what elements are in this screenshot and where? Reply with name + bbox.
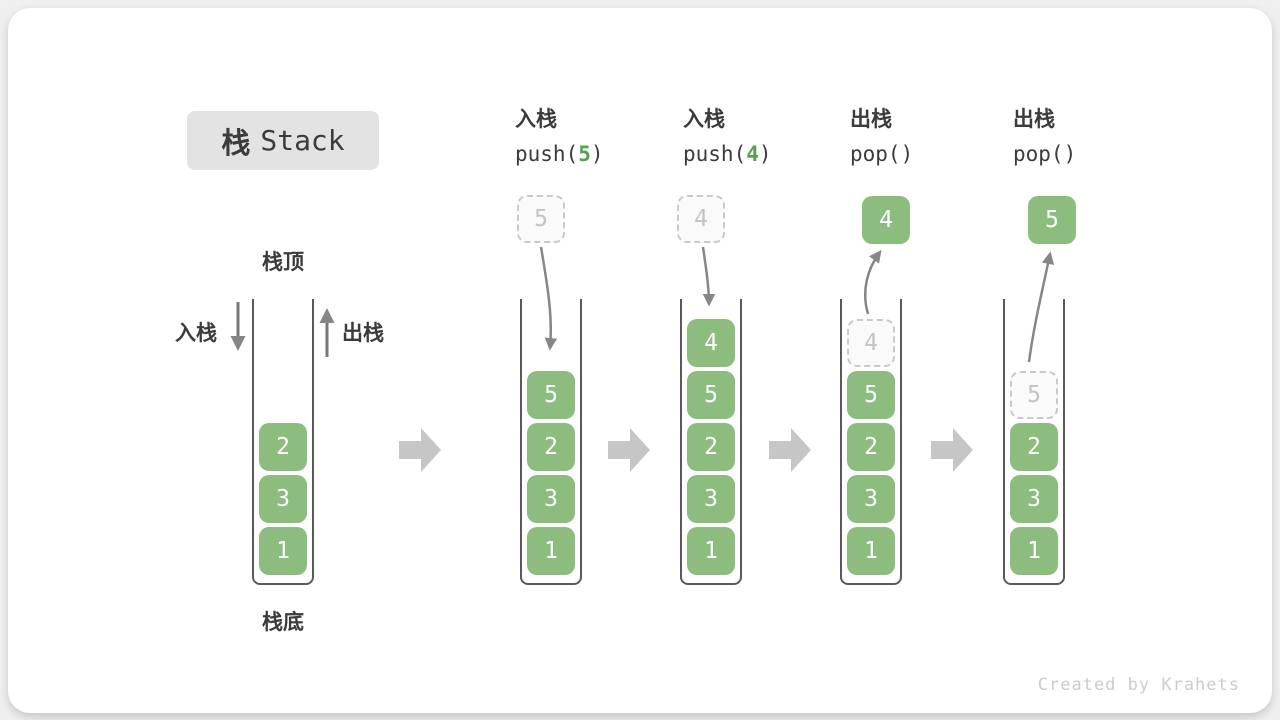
title-chinese: 栈: [221, 127, 251, 160]
stack-cell: 2: [1010, 423, 1058, 471]
title-english: Stack: [260, 124, 345, 157]
op-header-pop-2: 出栈 pop(): [1013, 106, 1076, 168]
code-post: ): [1063, 142, 1077, 166]
stack-initial: 2 3 1: [252, 299, 314, 585]
code-pre: push(: [683, 142, 747, 166]
pop-direction-label: 出栈: [342, 322, 384, 345]
stack-cell: 5: [687, 371, 735, 419]
stack-after-push-5: 5 2 3 1: [520, 299, 582, 585]
stack-cell: 2: [687, 423, 735, 471]
code-post: ): [590, 142, 604, 166]
op-code: push(4): [683, 140, 772, 168]
stack-bottom-label: 栈底: [262, 611, 304, 634]
stack-cell: 2: [527, 423, 575, 471]
code-pre: pop(: [850, 142, 901, 166]
incoming-box-4: 4: [677, 195, 725, 243]
ghost-cell-4: 4: [847, 319, 895, 367]
watermark: Created by Krahets: [1037, 675, 1240, 695]
stack-cell: 3: [527, 475, 575, 523]
stack-cell: 3: [1010, 475, 1058, 523]
op-header-push-5: 入栈 push(5): [515, 106, 604, 168]
stack-after-push-4: 4 5 2 3 1: [680, 299, 742, 585]
popped-box-4: 4: [862, 196, 910, 244]
op-code: pop(): [850, 140, 913, 168]
stack-cell: 2: [847, 423, 895, 471]
stack-cell: 3: [259, 475, 307, 523]
stack-cell: 1: [259, 527, 307, 575]
stack-after-pop-4: 4 5 2 3 1: [840, 299, 902, 585]
op-label: 出栈: [850, 108, 892, 131]
stack-cell: 1: [1010, 527, 1058, 575]
code-post: ): [758, 142, 772, 166]
code-pre: push(: [515, 142, 579, 166]
op-code: pop(): [1013, 140, 1076, 168]
op-header-pop-1: 出栈 pop(): [850, 106, 913, 168]
ghost-cell-5: 5: [1010, 371, 1058, 419]
stack-cell: 1: [527, 527, 575, 575]
stack-after-pop-5: 5 2 3 1: [1003, 299, 1065, 585]
push-direction-label: 入栈: [175, 322, 217, 345]
op-label: 出栈: [1013, 108, 1055, 131]
incoming-box-5: 5: [517, 195, 565, 243]
stack-cell: 1: [687, 527, 735, 575]
op-header-push-4: 入栈 push(4): [683, 106, 772, 168]
op-code: push(5): [515, 140, 604, 168]
stack-cell: 3: [847, 475, 895, 523]
stack-cell: 3: [687, 475, 735, 523]
stack-cell: 4: [687, 319, 735, 367]
stack-top-label: 栈顶: [262, 251, 304, 274]
code-arg: 5: [578, 142, 591, 166]
stack-cell: 5: [847, 371, 895, 419]
code-pre: pop(: [1013, 142, 1064, 166]
op-label: 入栈: [515, 108, 557, 131]
op-label: 入栈: [683, 108, 725, 131]
stack-cell: 5: [527, 371, 575, 419]
title-box: 栈 Stack: [187, 111, 379, 170]
popped-box-5: 5: [1028, 196, 1076, 244]
code-post: ): [900, 142, 914, 166]
stack-cell: 1: [847, 527, 895, 575]
code-arg: 4: [746, 142, 759, 166]
stack-cell: 2: [259, 423, 307, 471]
